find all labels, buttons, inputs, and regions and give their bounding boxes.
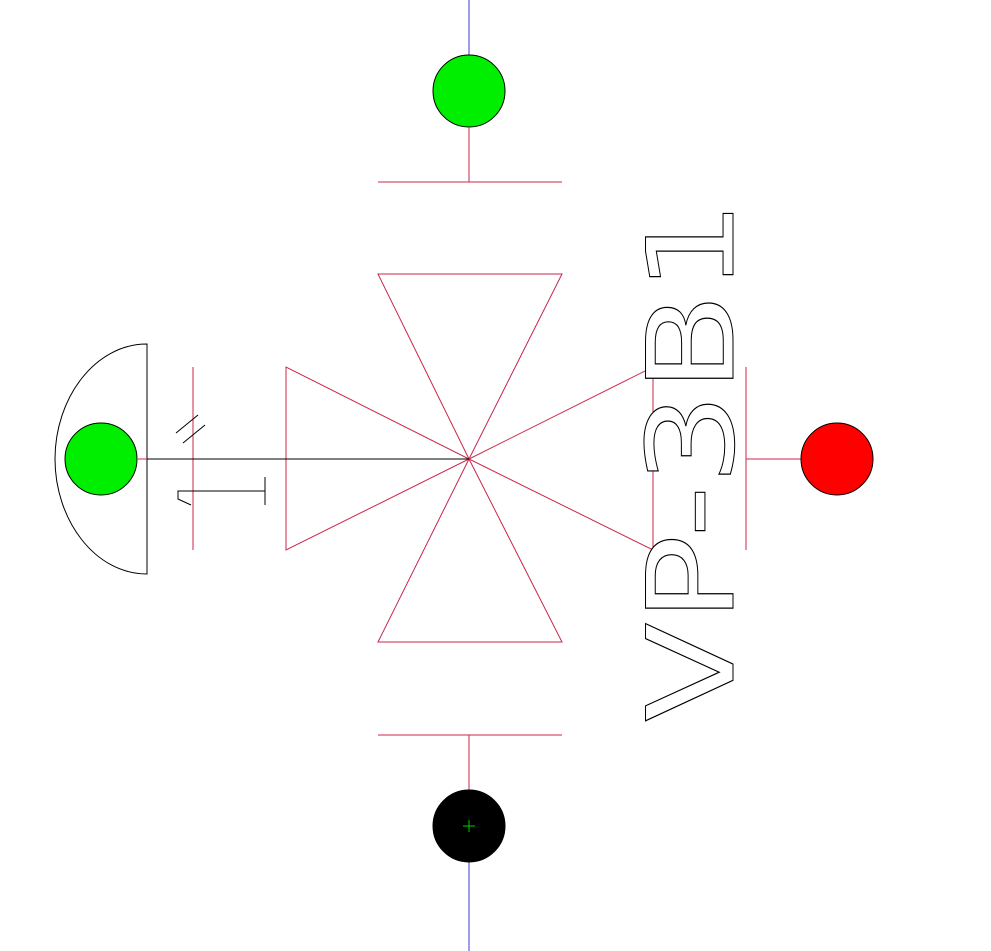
actuator-dome	[54, 343, 148, 575]
signal-slash-1	[175, 414, 199, 434]
valve-triangle-top	[377, 273, 563, 461]
port-top[interactable]	[432, 54, 506, 128]
valve-triangle-bottom	[377, 457, 563, 643]
valve-tag-label: VP-3B1	[623, 200, 762, 722]
actuator-code: 1	[177, 477, 266, 506]
port-right[interactable]	[800, 422, 874, 496]
valve-triangle-right	[467, 366, 654, 551]
port-actuator[interactable]	[64, 422, 138, 496]
signal-slash-2	[182, 424, 206, 444]
